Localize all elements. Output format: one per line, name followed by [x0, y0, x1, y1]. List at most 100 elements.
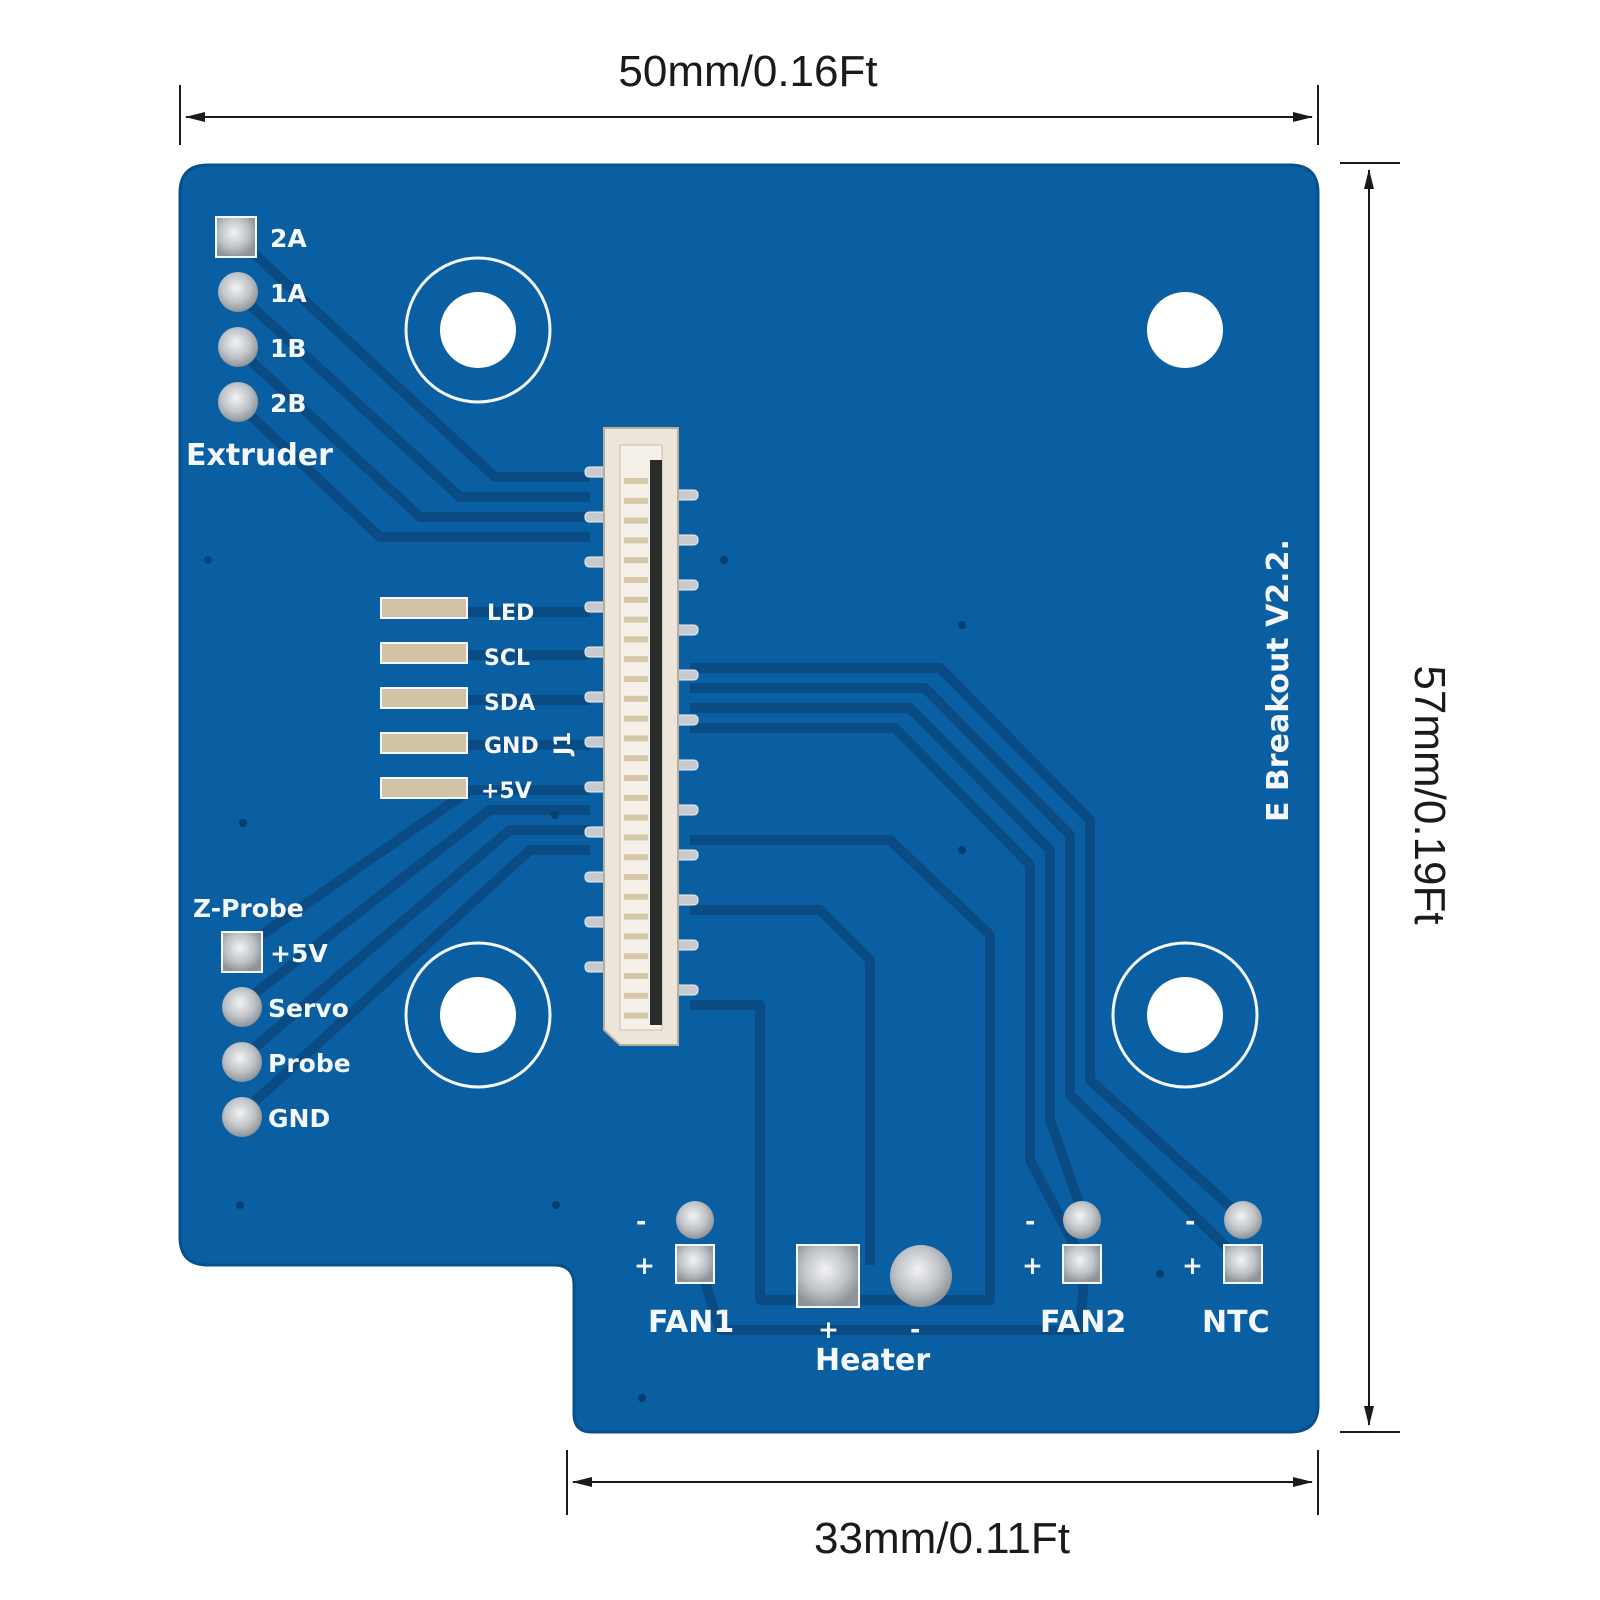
connector-contact	[624, 775, 648, 781]
i2c-label-gnd: GND	[484, 734, 539, 759]
fan1-plus-label: +	[634, 1251, 655, 1280]
connector-contact	[624, 656, 648, 663]
extruder-pin-label-1b: 1B	[270, 334, 306, 363]
connector-contact	[624, 953, 648, 960]
heater-plus-label: +	[818, 1315, 839, 1344]
mounting-hole-bottom-left	[404, 941, 552, 1089]
i2c-pad-led	[380, 597, 468, 619]
connector-contact	[624, 695, 648, 702]
connector-contact	[624, 755, 648, 762]
fan1-label: FAN1	[648, 1305, 734, 1340]
connector-contact	[624, 497, 648, 504]
ntc-pad-minus	[1224, 1201, 1262, 1239]
extruder-pin-label-2b: 2B	[270, 389, 306, 418]
extruder-header: 2A 1A 1B 2B Extruder	[186, 216, 333, 473]
mounting-hole-top-left	[404, 256, 552, 404]
zprobe-pin-label-gnd: GND	[268, 1104, 330, 1133]
dimension-width-top-label: 50mm/0.16Ft	[618, 47, 877, 96]
zprobe-header: Z-Probe +5V Servo Probe GND	[193, 894, 351, 1137]
fan2-pad-minus	[1063, 1201, 1101, 1239]
heater-pad-minus	[890, 1245, 952, 1307]
connector-contact	[624, 478, 648, 484]
vias	[204, 556, 1164, 1402]
fan2-label: FAN2	[1040, 1305, 1126, 1340]
connector-contacts	[624, 478, 648, 1019]
connector-contact	[624, 913, 648, 920]
connector-contact	[624, 854, 648, 861]
zprobe-pad-servo	[222, 987, 262, 1027]
zprobe-pad-5v	[221, 931, 263, 973]
ntc-pad-plus	[1223, 1244, 1263, 1284]
zprobe-pin-label-servo: Servo	[268, 994, 349, 1023]
heater-minus-label: -	[910, 1315, 920, 1344]
fan2-plus-label: +	[1022, 1251, 1043, 1280]
connector-contact	[624, 973, 648, 979]
mounting-hole-bottom-right	[1111, 941, 1259, 1089]
connector-contact	[624, 814, 648, 821]
heater-header: + - Heater	[796, 1244, 952, 1378]
heater-label: Heater	[815, 1343, 930, 1378]
connector-contact	[624, 992, 648, 999]
extruder-pad-2a	[215, 216, 257, 258]
fan2-header: - + FAN2	[1022, 1201, 1126, 1340]
connector-contact	[624, 933, 648, 940]
i2c-label-scl: SCL	[484, 646, 530, 671]
fpc-connector-j1	[584, 427, 699, 1046]
extruder-pad-1b	[218, 327, 258, 367]
dimension-bottom: 33mm/0.11Ft	[566, 1450, 1319, 1563]
connector-contact	[624, 1012, 648, 1019]
zprobe-pin-label-probe: Probe	[268, 1049, 351, 1078]
zprobe-pin-label-5v: +5V	[270, 939, 328, 968]
i2c-pad-scl	[380, 642, 468, 664]
mounting-holes	[404, 256, 1259, 1089]
connector-contact	[624, 794, 648, 801]
extruder-pin-label-2a: 2A	[270, 224, 307, 253]
ntc-minus-label: -	[1185, 1207, 1195, 1236]
dimension-height-right-label: 57mm/0.19Ft	[1405, 665, 1454, 924]
i2c-label-5v: +5V	[481, 779, 532, 804]
extruder-pad-1a	[218, 272, 258, 312]
connector-contact	[624, 596, 648, 603]
zprobe-label: Z-Probe	[193, 894, 304, 923]
dimension-right: 57mm/0.19Ft	[1340, 162, 1454, 1433]
connector-contact	[624, 636, 648, 643]
connector-contact	[624, 577, 648, 583]
pcb-traces	[232, 233, 1249, 1335]
ntc-label: NTC	[1202, 1305, 1270, 1340]
ntc-header: - + NTC	[1182, 1201, 1270, 1340]
connector-contact	[624, 537, 648, 544]
connector-contact	[624, 874, 648, 880]
fan1-header: - + FAN1	[634, 1201, 734, 1340]
connector-contact	[624, 715, 648, 722]
connector-latch	[650, 460, 662, 1025]
mounting-hole-top-right	[1111, 256, 1259, 404]
connector-contact	[624, 517, 648, 524]
i2c-label-led: LED	[487, 601, 534, 626]
connector-ref-j1: J1	[551, 732, 576, 758]
fan1-pad-plus	[675, 1244, 715, 1284]
heater-pad-plus	[796, 1244, 860, 1308]
connector-contact	[624, 616, 648, 623]
i2c-pad-5v	[380, 777, 468, 799]
zprobe-pad-gnd	[222, 1097, 262, 1137]
i2c-label-sda: SDA	[484, 691, 535, 716]
extruder-pin-label-1a: 1A	[270, 279, 307, 308]
ntc-plus-label: +	[1182, 1251, 1203, 1280]
zprobe-pad-probe	[222, 1042, 262, 1082]
fan1-pad-minus	[676, 1201, 714, 1239]
fan1-minus-label: -	[636, 1207, 646, 1236]
fan2-pad-plus	[1062, 1244, 1102, 1284]
connector-contact	[624, 834, 648, 841]
dimension-top: 50mm/0.16Ft	[179, 47, 1319, 145]
extruder-pad-2b	[218, 382, 258, 422]
connector-contact	[624, 893, 648, 900]
board-title: E Breakout V2.2.	[1261, 539, 1296, 822]
i2c-pads: LED SCL SDA GND +5V J1	[380, 597, 576, 804]
i2c-pad-gnd	[380, 732, 468, 754]
extruder-label: Extruder	[186, 438, 333, 473]
connector-contact	[624, 735, 648, 742]
fan2-minus-label: -	[1025, 1207, 1035, 1236]
connector-contact	[624, 557, 648, 564]
i2c-pad-sda	[380, 687, 468, 709]
